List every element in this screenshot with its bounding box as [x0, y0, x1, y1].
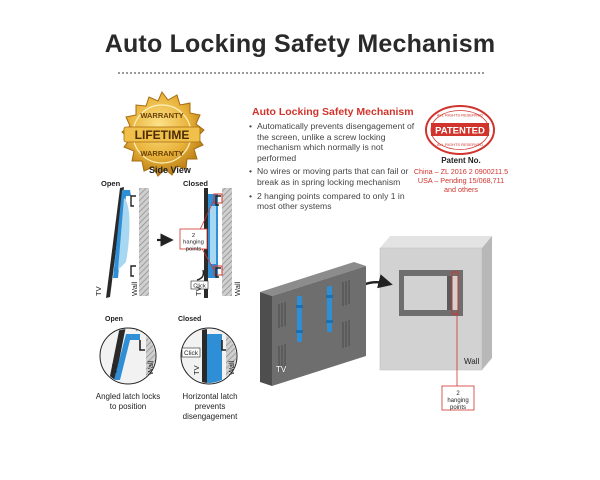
feature-bullet: No wires or moving parts that can fail o…	[249, 166, 421, 187]
warranty-seal-icon: WARRANTY LIFETIME WARRANTY	[121, 91, 205, 177]
wall-hatch	[139, 188, 149, 296]
hanging-point-highlight	[213, 193, 223, 204]
click-badge	[181, 347, 201, 358]
detail-open: Open TV Wall Angled latch locks to posit…	[96, 316, 160, 411]
patent-line: China – ZL 2016 2 0900211.5	[413, 167, 509, 176]
hanging-points-box	[441, 385, 475, 411]
stamp-bottom-text: ALL RIGHTS RESERVED	[437, 142, 483, 147]
features-title: Auto Locking Safety Mechanism	[252, 106, 414, 118]
patent-numbers: China – ZL 2016 2 0900211.5 USA – Pendin…	[400, 167, 522, 194]
click-arrow	[196, 269, 205, 281]
stamp-top-text: ALL RIGHTS RESERVED	[437, 113, 483, 118]
open-label: Open	[101, 179, 121, 188]
side-view-title: Side View	[149, 165, 192, 175]
patented-stamp: ALL RIGHTS RESERVED PATENTED ALL RIGHTS …	[424, 104, 496, 156]
tv-label: TV	[94, 286, 103, 296]
wall-plate-hook	[130, 265, 136, 277]
click-label: Click	[193, 283, 206, 289]
tv-label: TV	[110, 364, 119, 374]
wall-label: Wall	[464, 357, 479, 366]
feature-bullet: 2 hanging points compared to only 1 in m…	[249, 191, 421, 212]
badge-top-text: WARRANTY	[140, 111, 183, 120]
blue-highlight	[118, 198, 130, 270]
badge-bottom-text: WARRANTY	[140, 149, 183, 158]
feature-list: Automatically prevents disengagement of …	[249, 121, 421, 215]
detail-open-caption-1: Angled latch locks	[96, 392, 160, 401]
patent-line: and others	[444, 185, 478, 194]
wall-plate-hook	[215, 267, 221, 278]
detail-closed-caption-1: Horizontal latch	[182, 392, 237, 401]
patent-line: USA – Pending 15/068,711	[417, 176, 505, 185]
hanging-point-highlight	[213, 265, 223, 276]
closed-label: Closed	[183, 179, 208, 188]
tv-bracket	[297, 296, 302, 342]
detail-closed-caption-3: disengagement	[183, 412, 238, 421]
page-title: Auto Locking Safety Mechanism	[104, 30, 496, 58]
wall-plate-hook	[130, 195, 136, 207]
patent-heading: Patent No.	[441, 156, 481, 165]
detail-closed-caption-2: prevents	[195, 402, 226, 411]
side-view-open: Open TV Wall	[94, 179, 149, 298]
feature-bullet: Automatically prevents disengagement of …	[249, 121, 421, 163]
detail-open-label: Open	[105, 316, 123, 323]
click-badge	[190, 280, 209, 290]
title-divider	[118, 72, 484, 74]
wall-label: Wall	[130, 281, 139, 296]
wall-label: Wall	[233, 281, 242, 296]
wall-plate-hook	[215, 195, 221, 206]
hanging-points-box	[179, 228, 208, 250]
stamp-main-text: PATENTED	[435, 126, 485, 137]
tv-label: TV	[276, 365, 287, 374]
detail-closed-label: Closed	[178, 316, 201, 323]
click-label: Click	[184, 350, 199, 357]
badge-main-text: LIFETIME	[135, 128, 190, 142]
wall-label: Wall	[227, 360, 236, 375]
blue-highlight	[210, 206, 216, 264]
wall-hatch	[222, 188, 232, 296]
tv-bracket	[327, 286, 332, 332]
detail-closed: Closed Click TV Wall Horizontal latch pr…	[178, 316, 238, 421]
tv-label: TV	[194, 286, 203, 296]
patent-stamp-icon: ALL RIGHTS RESERVED PATENTED ALL RIGHTS …	[425, 105, 495, 155]
tv-back-3d: TV	[260, 262, 366, 386]
lifetime-warranty-badge: WARRANTY LIFETIME WARRANTY	[116, 88, 208, 180]
detail-open-caption-2: to position	[110, 402, 146, 411]
wall-label: Wall	[146, 360, 155, 375]
tv-label: TV	[192, 365, 201, 375]
